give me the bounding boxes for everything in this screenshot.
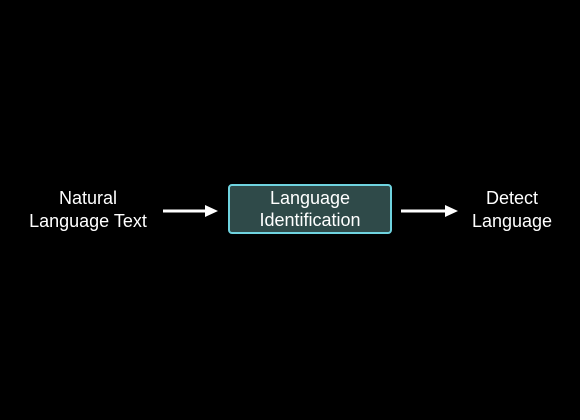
arrow-process-to-output bbox=[401, 205, 458, 217]
output-label-line-2: Language bbox=[471, 211, 553, 231]
process-box-language-identification: Language Identification bbox=[228, 184, 392, 234]
process-label-line-2: Identification bbox=[259, 210, 361, 230]
input-label-line-2: Language Text bbox=[29, 211, 147, 231]
output-node-label: Detect Language bbox=[460, 187, 564, 233]
process-label-line-1: Language bbox=[269, 188, 351, 208]
output-label-line-1: Detect bbox=[485, 188, 539, 208]
input-label-line-1: Natural bbox=[58, 188, 118, 208]
arrow-input-to-process bbox=[163, 205, 218, 217]
input-node-label: Natural Language Text bbox=[18, 187, 158, 233]
